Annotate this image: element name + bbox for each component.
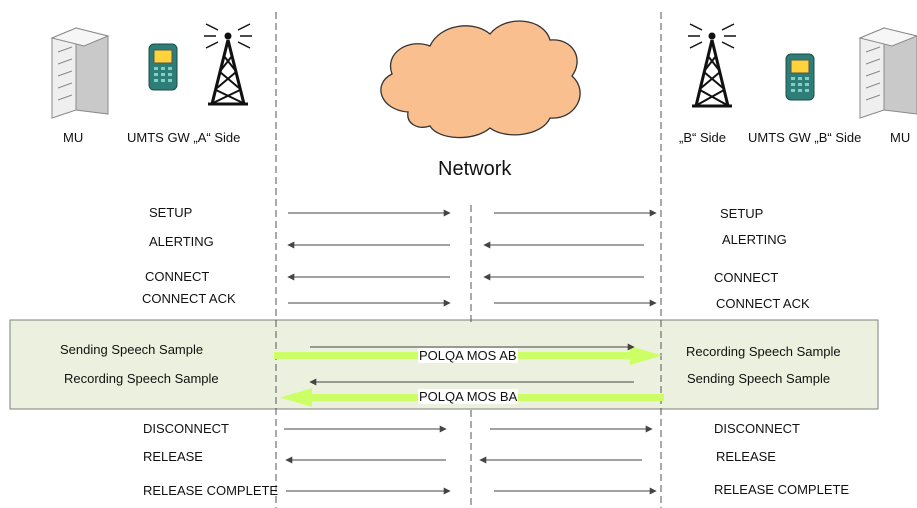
release-complete-label-left: RELEASE COMPLETE: [143, 483, 279, 498]
setup-label-left: SETUP: [149, 205, 193, 220]
left-antenna-tower-icon: [204, 23, 252, 106]
connect-ack-label-right: CONNECT ACK: [716, 296, 810, 311]
connect-label-left: CONNECT: [145, 269, 210, 284]
right-recording-speech-label: Recording Speech Sample: [686, 344, 841, 359]
right-gateway-label: UMTS GW „B“ Side: [748, 130, 862, 145]
connect-label-right: CONNECT: [714, 270, 779, 285]
alerting-label-left: ALERTING: [149, 234, 214, 249]
left-mu-label: MU: [63, 130, 84, 145]
network-label: Network: [438, 158, 512, 180]
network-cloud-icon: [380, 20, 581, 139]
right-b-side-label: „B“ Side: [679, 130, 726, 145]
release-label-right: RELEASE: [716, 449, 776, 464]
right-antenna-tower-icon: [688, 23, 736, 108]
left-mu-server-icon: [50, 27, 110, 119]
left-gateway-label: UMTS GW „A“ Side: [127, 130, 241, 145]
disconnect-label-left: DISCONNECT: [143, 421, 229, 436]
polqa-mos-ba-label: POLQA MOS BA: [418, 389, 519, 404]
release-label-left: RELEASE: [143, 449, 203, 464]
left-gateway-phone-icon: [148, 43, 178, 91]
right-mu-label: MU: [890, 130, 911, 145]
left-sending-speech-label: Sending Speech Sample: [60, 342, 204, 357]
release-complete-label-right: RELEASE COMPLETE: [714, 482, 850, 497]
right-mu-server-icon: [858, 27, 917, 119]
right-gateway-phone-icon: [785, 53, 815, 101]
disconnect-label-right: DISCONNECT: [714, 421, 800, 436]
polqa-mos-ab-label: POLQA MOS AB: [418, 348, 518, 363]
left-recording-speech-label: Recording Speech Sample: [64, 371, 219, 386]
alerting-label-right: ALERTING: [722, 232, 787, 247]
setup-label-right: SETUP: [720, 206, 764, 221]
right-sending-speech-label: Sending Speech Sample: [687, 371, 831, 386]
connect-ack-label-left: CONNECT ACK: [142, 291, 236, 306]
